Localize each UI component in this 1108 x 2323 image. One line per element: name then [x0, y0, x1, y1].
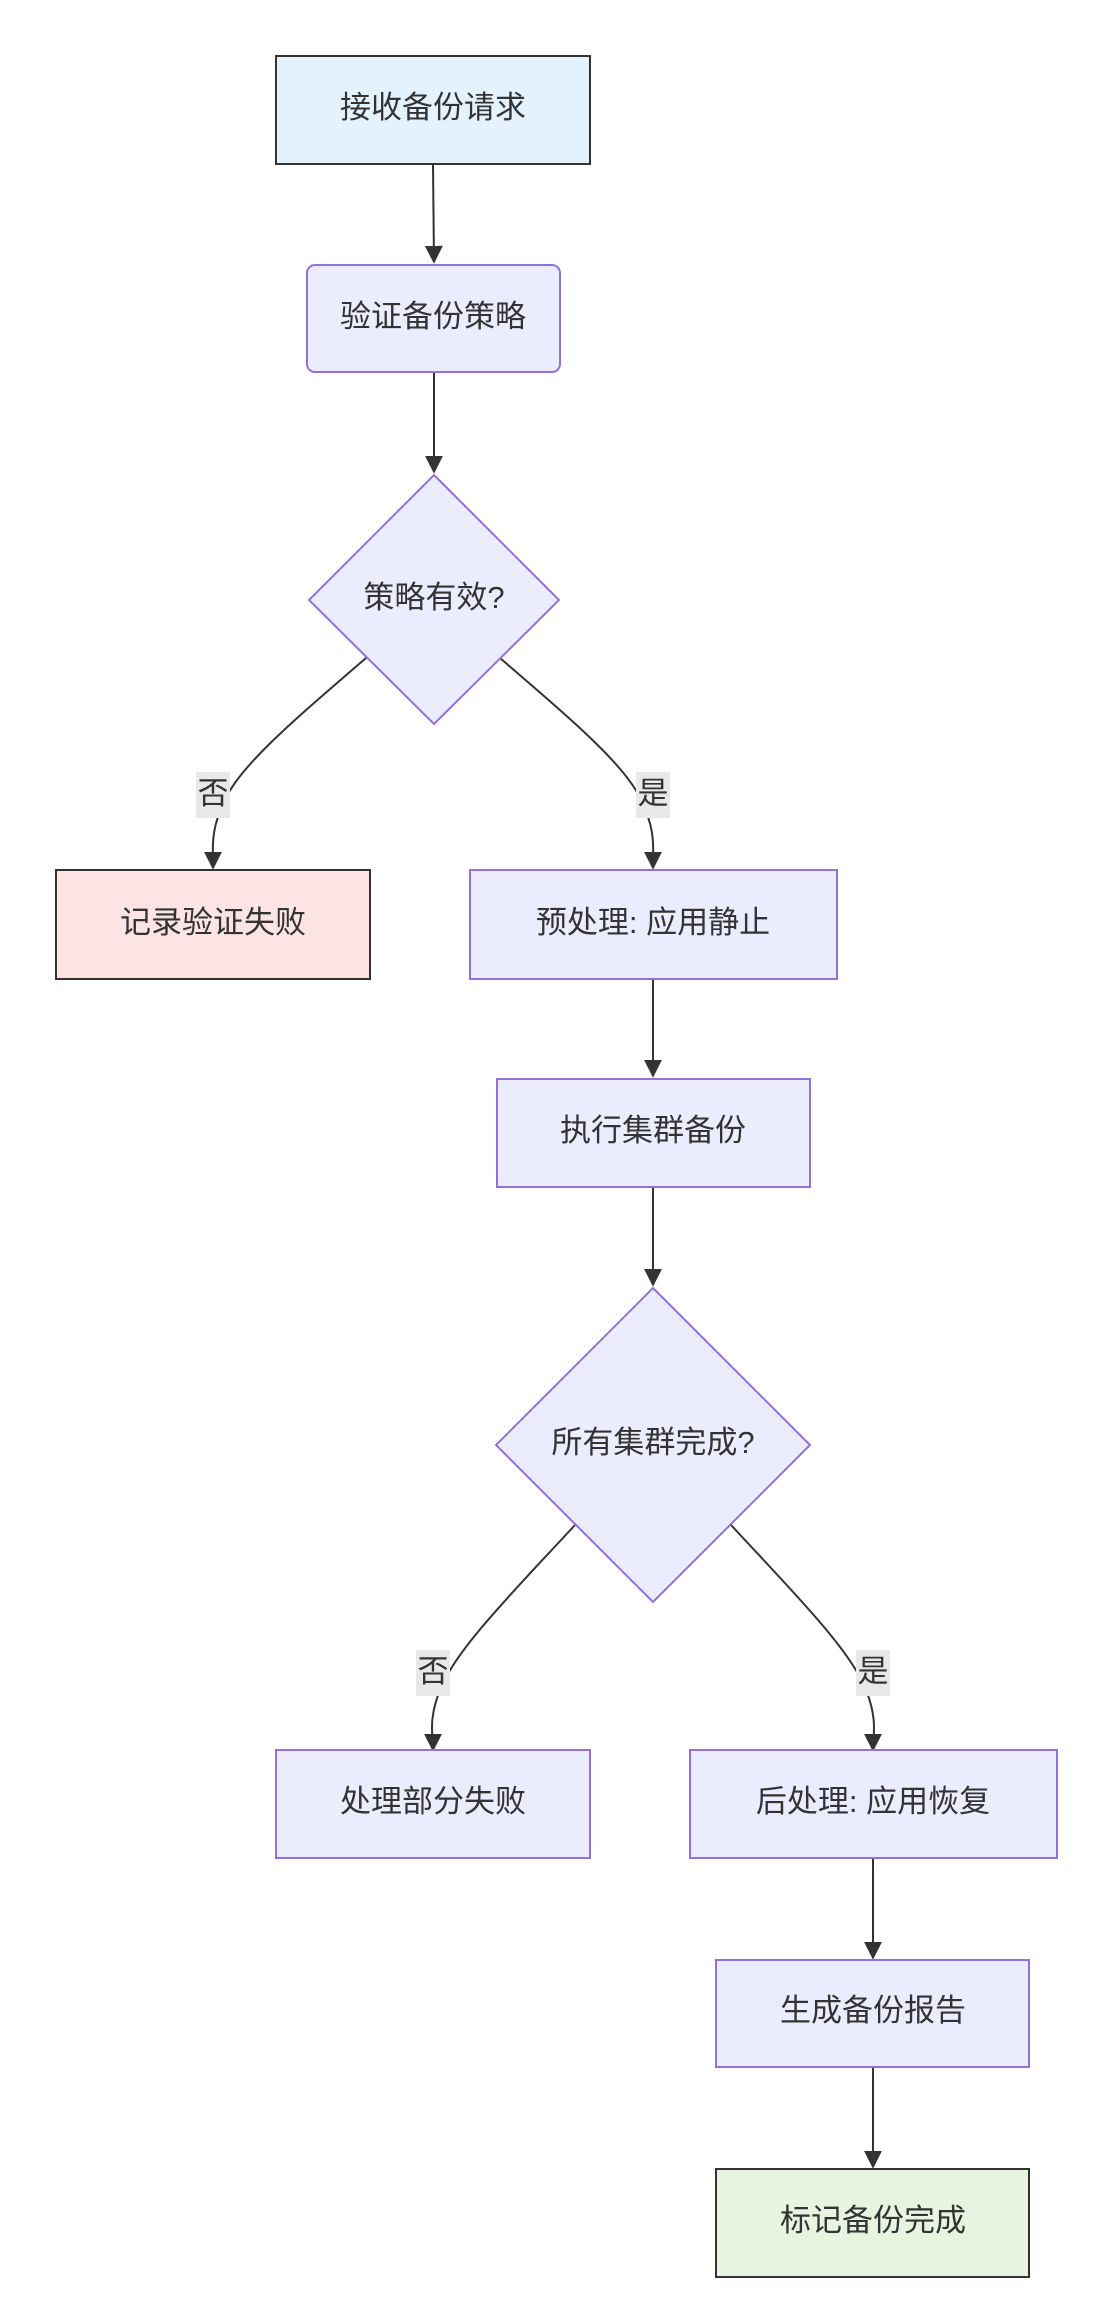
node-execute: 执行集群备份: [496, 1078, 811, 1188]
node-validate-label: 验证备份策略: [340, 299, 526, 334]
edge-receive-validate: [424, 164, 443, 264]
edge-label-done-no-text: 否: [418, 1654, 449, 1689]
node-pre-process-label: 预处理: 应用静止: [536, 905, 770, 940]
edge-done-yes: [730, 1524, 883, 1752]
node-pre-process: 预处理: 应用静止: [469, 869, 838, 980]
edge-label-policy-yes: 是: [636, 772, 670, 818]
edge-label-policy-yes-text: 是: [638, 776, 669, 811]
edge-done-no: [423, 1524, 576, 1752]
node-post-process-label: 后处理: 应用恢复: [756, 1784, 990, 1819]
node-validate: 验证备份策略: [306, 264, 561, 373]
node-partial-fail: 处理部分失败: [275, 1749, 591, 1859]
edge-label-done-yes-text: 是: [858, 1654, 889, 1689]
node-execute-label: 执行集群备份: [560, 1113, 746, 1148]
node-receive-label: 接收备份请求: [340, 90, 526, 125]
node-report-label: 生成备份报告: [780, 1993, 966, 2028]
node-policy-valid: 策略有效?: [307, 473, 561, 726]
edge-label-policy-no-text: 否: [198, 776, 229, 811]
node-mark-done-label: 标记备份完成: [780, 2203, 966, 2238]
edge-label-done-yes: 是: [856, 1650, 890, 1696]
node-all-done: 所有集群完成?: [494, 1286, 812, 1604]
node-log-fail-label: 记录验证失败: [120, 905, 306, 940]
edge-policy-yes: [499, 657, 663, 870]
edge-policy-no: [203, 657, 367, 870]
node-receive: 接收备份请求: [275, 55, 591, 165]
node-report: 生成备份报告: [715, 1959, 1030, 2068]
node-all-done-label: 所有集群完成?: [551, 1425, 754, 1460]
node-partial-fail-label: 处理部分失败: [340, 1784, 526, 1819]
node-mark-done: 标记备份完成: [715, 2168, 1030, 2278]
node-policy-valid-label: 策略有效?: [363, 580, 504, 615]
edges: [203, 164, 883, 2169]
node-post-process: 后处理: 应用恢复: [689, 1749, 1058, 1859]
edge-label-done-no: 否: [416, 1650, 450, 1696]
edge-label-policy-no: 否: [196, 772, 230, 818]
node-log-fail: 记录验证失败: [55, 869, 371, 980]
